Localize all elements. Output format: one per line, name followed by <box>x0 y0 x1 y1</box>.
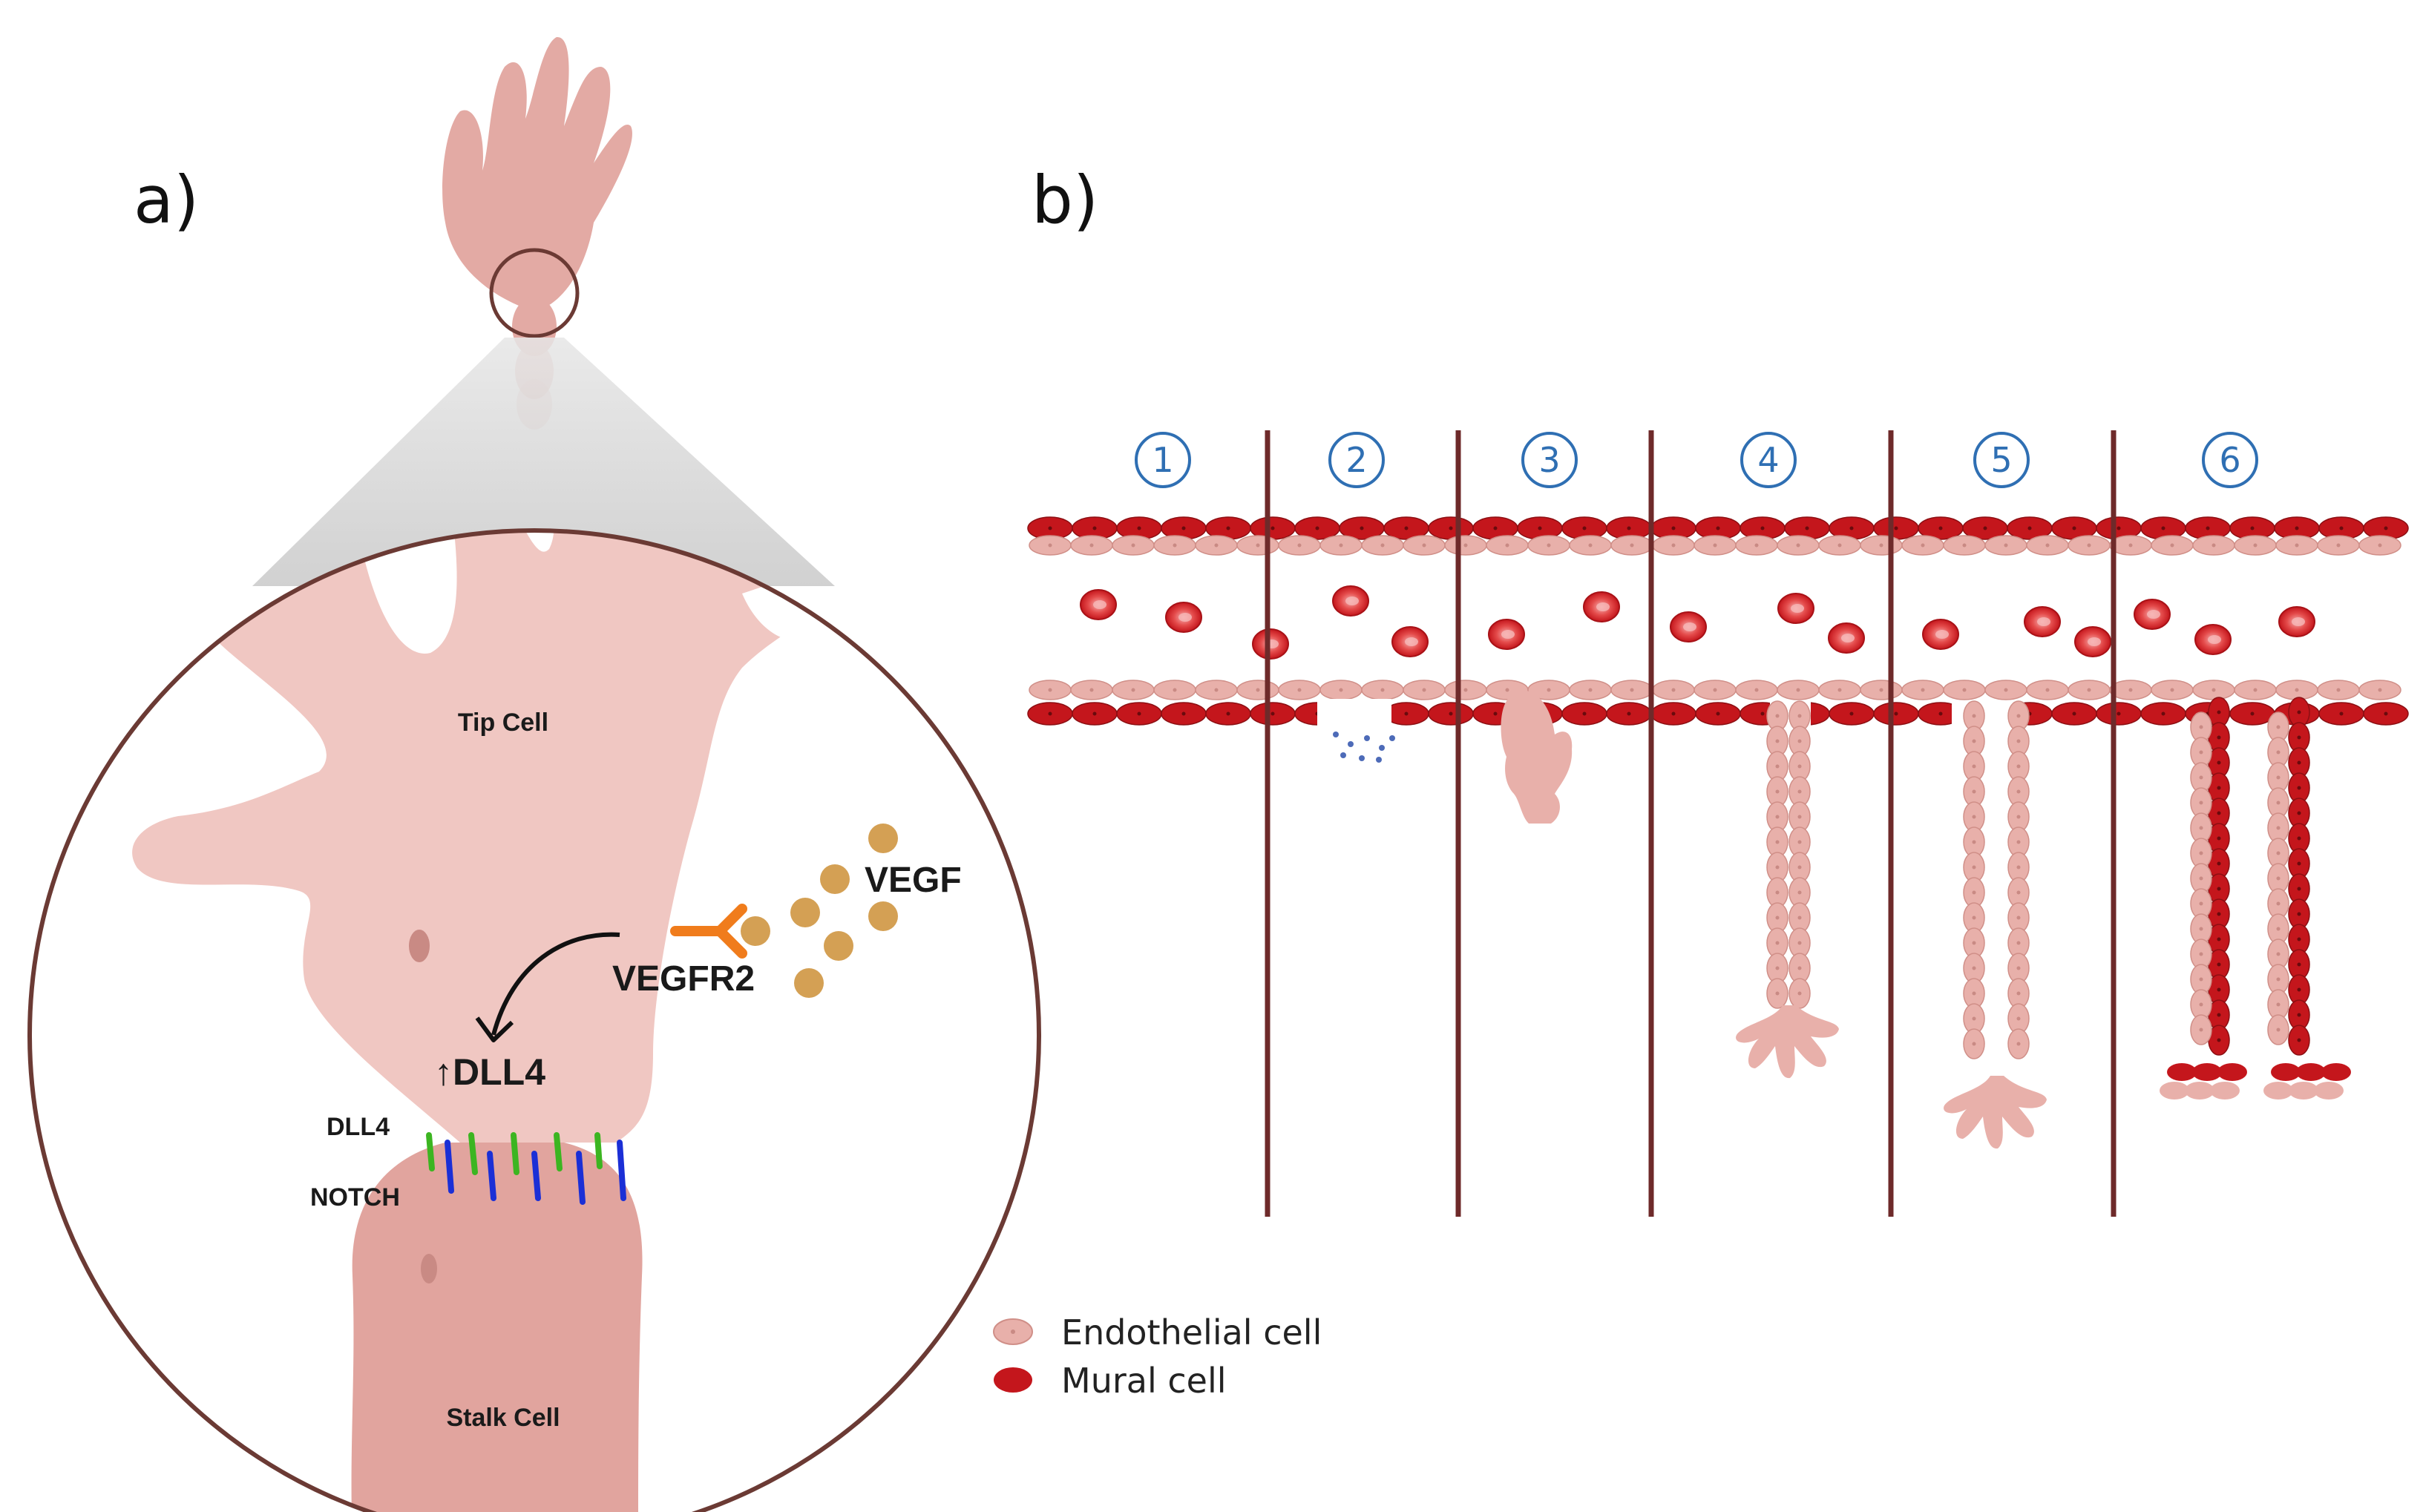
zoom-cone <box>252 338 835 586</box>
step6-endo-left <box>2190 711 2212 1045</box>
vessel-walls <box>1027 516 2409 729</box>
step6-mural-right <box>2288 697 2310 1056</box>
tip-cell-shape <box>132 530 891 1143</box>
legend-mural-swatch <box>994 1367 1032 1393</box>
legend-endothelial-label: Endothelial cell <box>1061 1312 1322 1352</box>
step6-mural-left <box>2208 697 2230 1056</box>
notch-label: NOTCH <box>310 1183 400 1212</box>
panel-a-label: a) <box>134 162 199 238</box>
step5-sprout-left <box>1963 700 1985 1059</box>
step3-tip-cell <box>1501 690 1573 824</box>
step-numbers: 1 2 3 4 5 6 <box>1135 432 2258 488</box>
stalk-cell-label: Stalk Cell <box>446 1404 560 1432</box>
tip-cell-label: Tip Cell <box>458 709 548 737</box>
step5-sprout-right <box>2007 700 2030 1059</box>
step-3-badge: 3 <box>1521 432 1578 488</box>
vegf-label: VEGF <box>865 861 962 900</box>
stalk-cell-shape <box>351 1143 643 1512</box>
svg-text:3: 3 <box>1538 440 1560 480</box>
vegfr2-receptor <box>670 904 747 959</box>
svg-text:4: 4 <box>1757 440 1779 480</box>
vegfr2-label: VEGFR2 <box>612 959 755 999</box>
zoom-content: Tip Cell Stalk Cell VEGF VEGFR2 ↑DLL4 DL… <box>132 530 962 1512</box>
tip-cell-nucleus <box>409 930 430 962</box>
top-mural-row <box>1027 516 2409 540</box>
bottom-endothelial-row <box>1029 680 2401 700</box>
step-1-badge: 1 <box>1135 432 1191 488</box>
panel-a: a) <box>27 36 1041 1512</box>
sprouts <box>1333 690 2351 1149</box>
red-blood-cells <box>1080 585 2315 660</box>
vegf-molecules <box>741 824 898 998</box>
step-4-badge: 4 <box>1740 432 1797 488</box>
step4-sprout-right <box>1788 700 1811 1009</box>
step-6-badge: 6 <box>2202 432 2258 488</box>
svg-text:2: 2 <box>1345 440 1367 480</box>
step2-degradation <box>1333 732 1395 763</box>
dll4-label: DLL4 <box>327 1113 390 1141</box>
step6-endo-right <box>2267 711 2289 1045</box>
svg-text:6: 6 <box>2219 440 2240 480</box>
step-5-badge: 5 <box>1973 432 2030 488</box>
step6-base <box>2160 1063 2351 1100</box>
step5-tip-cell <box>1944 1076 2047 1149</box>
legend-mural-label: Mural cell <box>1061 1361 1227 1401</box>
top-endothelial-row <box>1029 535 2401 556</box>
svg-text:5: 5 <box>1990 440 2012 480</box>
panel-b: b) 1 2 3 4 5 6 Endothel <box>993 162 2409 1401</box>
zoom-circle-small <box>489 248 580 338</box>
dll4-up-label: ↑DLL4 <box>434 1051 545 1093</box>
step-dividers <box>1265 430 2117 1217</box>
zoom-circle-border <box>27 528 1041 1512</box>
step4-sprout-left <box>1766 700 1788 1009</box>
stalk-cell-nucleus <box>421 1254 437 1283</box>
svg-text:1: 1 <box>1152 440 1173 480</box>
step4-tip-cell <box>1736 1005 1839 1079</box>
step-2-badge: 2 <box>1328 432 1385 488</box>
dll4-bars <box>426 1132 603 1175</box>
legend: Endothelial cell Mural cell <box>993 1312 1322 1401</box>
panel-b-label: b) <box>1032 162 1098 238</box>
notch-bars <box>445 1140 626 1205</box>
signal-arrow <box>491 932 620 1036</box>
